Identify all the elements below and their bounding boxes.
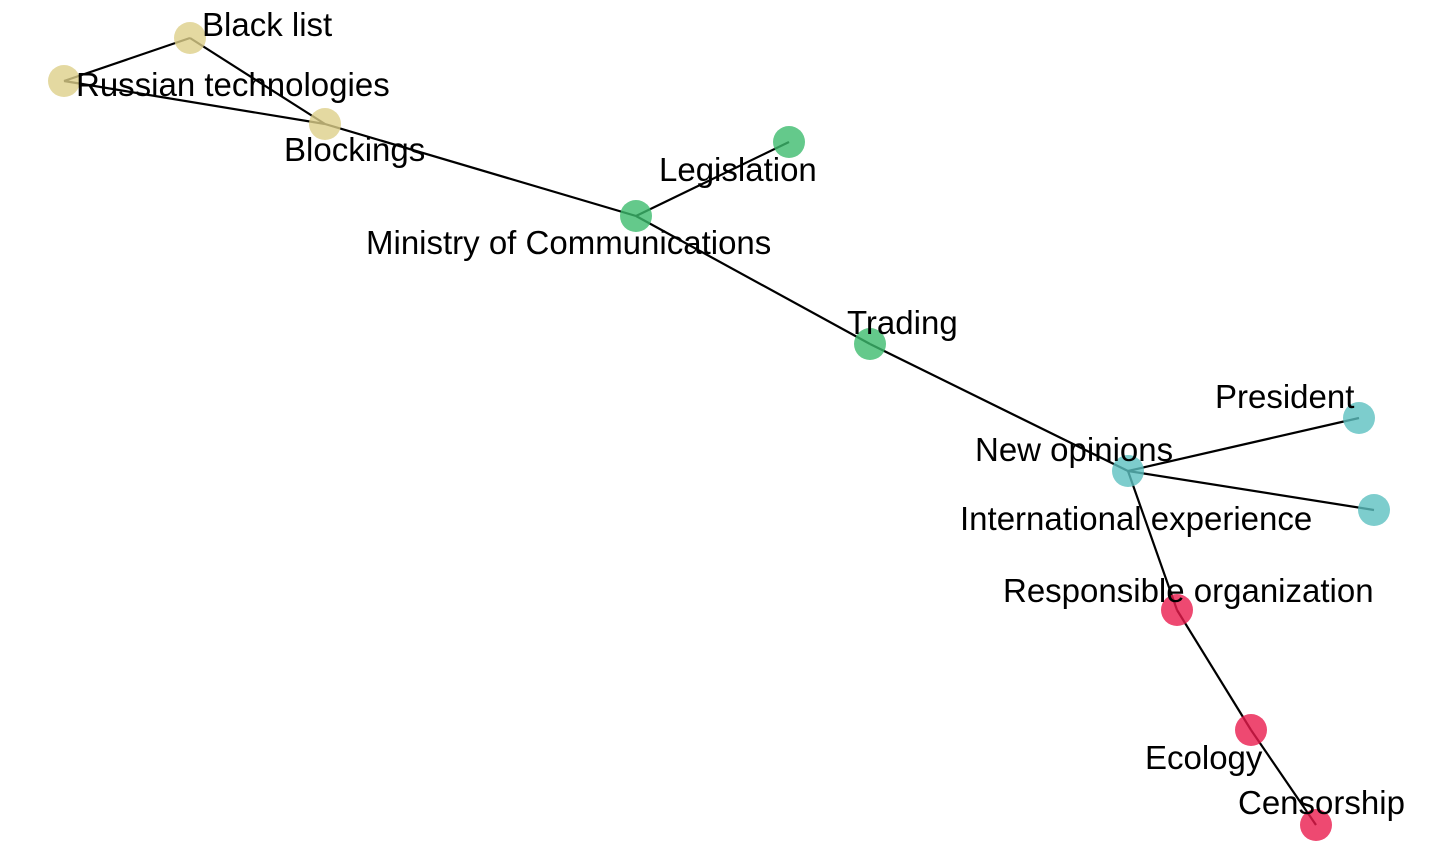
node-label-president: President [1215,378,1354,415]
node-label-trading: Trading [847,304,958,341]
edge-new-opinions-to-international-experience [1127,469,1375,512]
nodes-layer [48,22,1390,841]
node-label-censorship: Censorship [1238,784,1405,821]
node-label-blockings: Blockings [284,131,425,168]
node-label-russian-technologies: Russian technologies [76,66,390,103]
edge-russian-technologies-to-black-list [63,36,191,83]
node-responsible-organization[interactable] [1161,594,1193,626]
edge-trading-to-new-opinions [869,343,1129,472]
node-international-experience[interactable] [1358,494,1390,526]
node-trading[interactable] [854,328,886,360]
edge-black-list-to-blockings [189,37,326,125]
node-label-ministry-of-communications: Ministry of Communications [366,224,771,261]
node-blockings[interactable] [309,108,341,140]
node-label-international-experience: International experience [960,500,1312,537]
node-label-black-list: Black list [202,6,332,43]
node-russian-technologies[interactable] [48,65,80,97]
edge-responsible-organization-to-ecology [1176,609,1252,731]
node-ecology[interactable] [1235,714,1267,746]
node-president[interactable] [1343,402,1375,434]
edges-layer [63,36,1375,826]
node-label-ecology: Ecology [1145,739,1263,776]
edge-blockings-to-ministry-of-communications [324,122,637,218]
edge-ecology-to-censorship [1250,729,1317,826]
node-new-opinions[interactable] [1112,455,1144,487]
edge-ministry-of-communications-to-legislation [635,141,790,217]
node-label-new-opinions: New opinions [975,431,1173,468]
node-ministry-of-communications[interactable] [620,200,652,232]
node-censorship[interactable] [1300,809,1332,841]
node-label-responsible-organization: Responsible organization [1003,572,1374,609]
edge-new-opinions-to-responsible-organization [1126,470,1179,611]
node-legislation[interactable] [773,126,805,158]
node-black-list[interactable] [174,22,206,54]
edge-new-opinions-to-president [1127,416,1360,473]
edge-russian-technologies-to-blockings [63,79,326,126]
edge-ministry-of-communications-to-trading [635,215,871,345]
node-label-legislation: Legislation [659,151,817,188]
